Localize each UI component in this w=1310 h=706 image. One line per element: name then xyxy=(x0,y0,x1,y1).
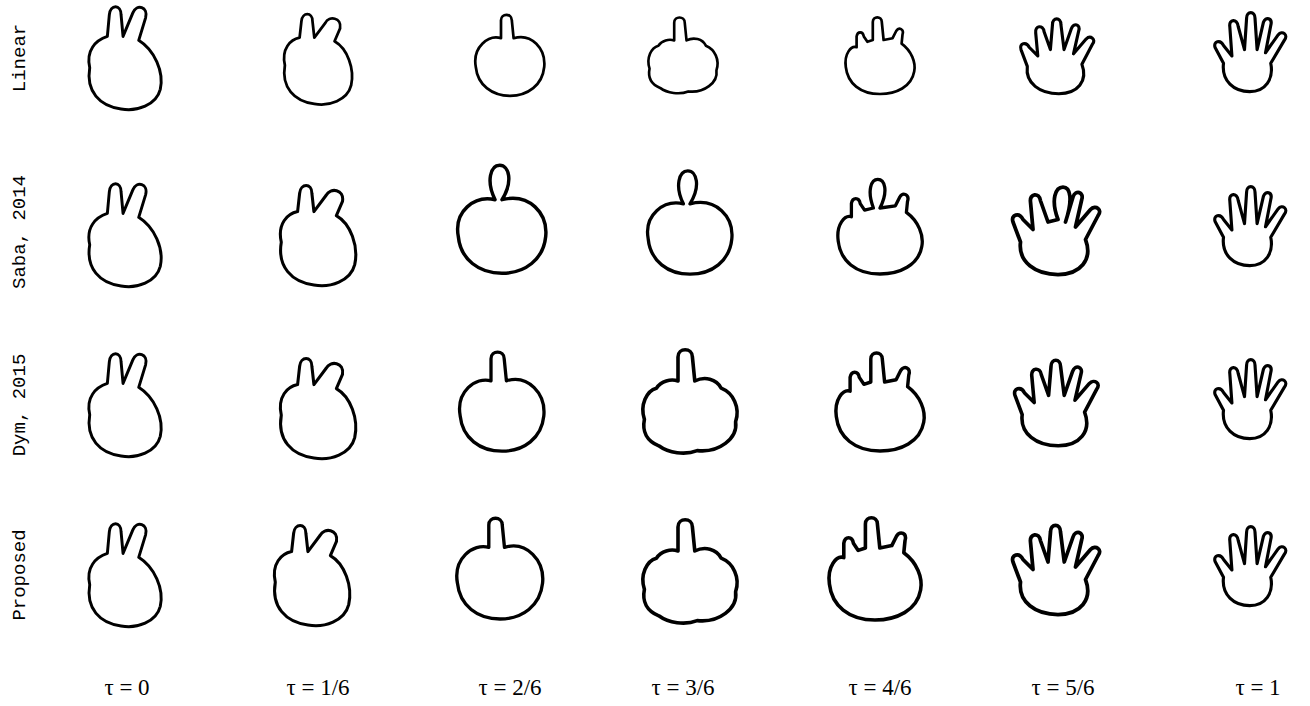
column-label: τ = 5/6 xyxy=(1031,675,1094,701)
row-label: Dym, 2015 xyxy=(9,354,31,457)
column-label: τ = 0 xyxy=(104,675,149,701)
row-label: Proposed xyxy=(9,529,31,620)
column-label: τ = 1 xyxy=(1235,675,1280,701)
row-label: Linear xyxy=(9,24,31,92)
column-label: τ = 3/6 xyxy=(651,675,714,701)
column-label: τ = 2/6 xyxy=(478,675,541,701)
column-label: τ = 4/6 xyxy=(848,675,911,701)
column-label: τ = 1/6 xyxy=(286,675,349,701)
row-label: Saba, 2014 xyxy=(9,175,31,289)
